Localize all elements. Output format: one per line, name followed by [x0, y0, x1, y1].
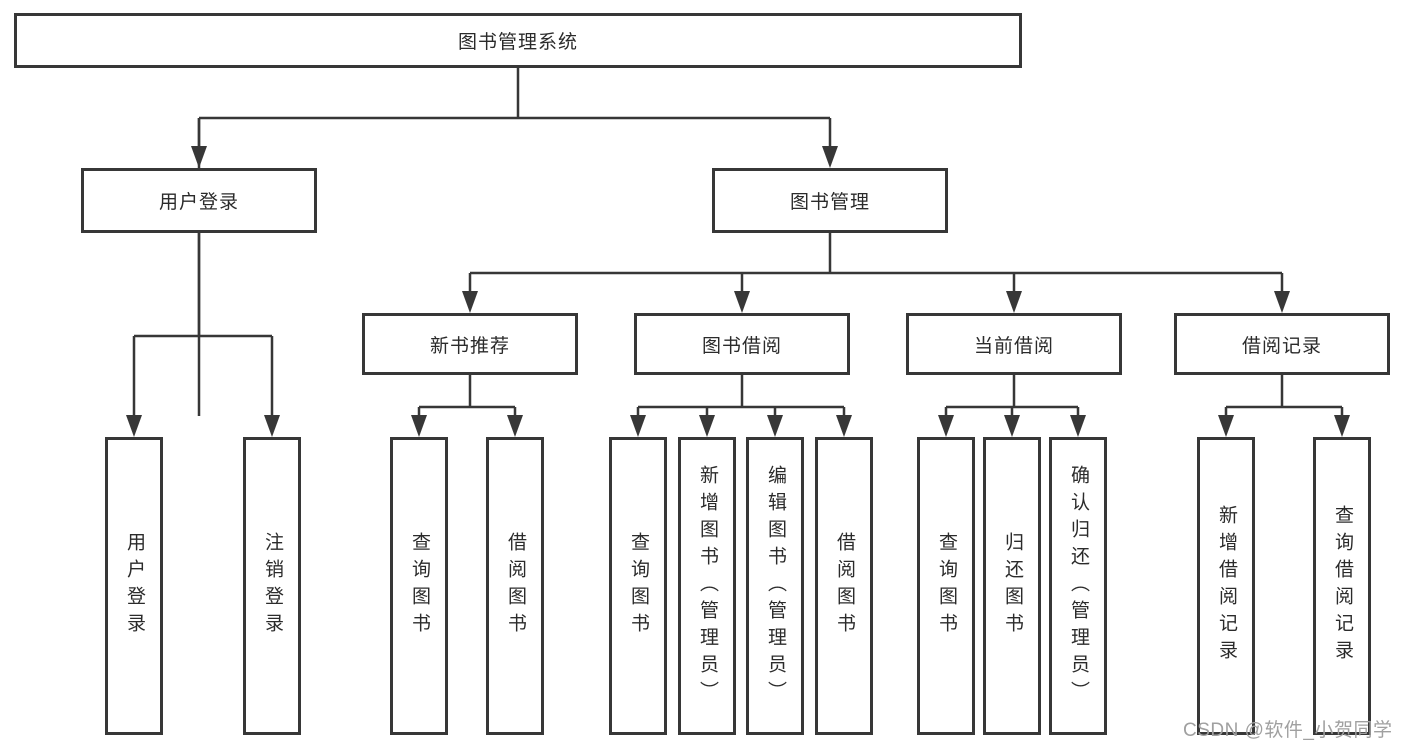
leaf-add-books-admin: 新增图书（管理员）: [678, 437, 736, 735]
node-label: 用户登录: [158, 192, 239, 213]
leaf-edit-books-admin: 编辑图书（管理员）: [746, 437, 804, 735]
arrowhead: [264, 415, 280, 437]
node-label: 注销登录: [262, 532, 283, 640]
node-label: 归还图书: [1002, 532, 1023, 640]
arrowhead: [734, 291, 750, 313]
arrowhead: [191, 146, 207, 168]
node-current-borrow: 当前借阅: [906, 313, 1122, 375]
node-user-login: 用户登录: [81, 168, 317, 233]
node-book-management: 图书管理: [712, 168, 948, 233]
node-borrow-records: 借阅记录: [1174, 313, 1390, 375]
leaf-query-books-borrow: 查询图书: [609, 437, 667, 735]
node-label: 图书管理系统: [457, 32, 578, 53]
node-label: 借阅图书: [834, 532, 855, 640]
node-label: 借阅记录: [1241, 335, 1322, 357]
edge-recommend-to-leaves: [411, 375, 523, 437]
node-label: 图书管理: [789, 192, 870, 213]
leaf-return-books: 归还图书: [983, 437, 1041, 735]
arrowhead: [836, 415, 852, 437]
arrowhead: [1274, 291, 1290, 313]
arrowhead: [1334, 415, 1350, 437]
leaf-user-login: 用户登录: [105, 437, 163, 735]
edge-borrow-to-leaves: [630, 375, 852, 437]
edge-bookmgmt-to-level3: [462, 233, 1290, 313]
arrowhead: [1070, 415, 1086, 437]
node-label: 编辑图书（管理员）: [765, 464, 786, 708]
arrowhead: [699, 415, 715, 437]
edge-records-to-leaves: [1218, 375, 1350, 437]
arrowhead: [938, 415, 954, 437]
arrowhead: [411, 415, 427, 437]
node-book-borrow: 图书借阅: [634, 313, 850, 375]
edge-arrow-user-login: [197, 118, 838, 168]
node-label: 当前借阅: [973, 335, 1054, 357]
edge-current-to-leaves: [938, 375, 1086, 437]
node-label: 用户登录: [124, 532, 145, 640]
arrowhead: [126, 415, 142, 437]
leaf-borrow-books: 借阅图书: [815, 437, 873, 735]
leaf-query-books-current: 查询图书: [917, 437, 975, 735]
node-new-book-recommend: 新书推荐: [362, 313, 578, 375]
csdn-watermark: CSDN @软件_小贺同学: [1183, 720, 1393, 741]
node-label: 新书推荐: [429, 335, 510, 357]
edge-userlogin-to-leaves: [126, 233, 280, 437]
arrowhead: [767, 415, 783, 437]
arrowhead: [507, 415, 523, 437]
arrowhead: [630, 415, 646, 437]
node-label: 图书借阅: [701, 335, 782, 357]
leaf-borrow-books-recommend: 借阅图书: [486, 437, 544, 735]
leaf-confirm-return-admin: 确认归还（管理员）: [1049, 437, 1107, 735]
node-label: 查询借阅记录: [1332, 505, 1353, 667]
leaf-query-borrow-record: 查询借阅记录: [1313, 437, 1371, 735]
arrowhead: [1004, 415, 1020, 437]
node-root-system: 图书管理系统: [14, 13, 1022, 68]
node-label: 新增借阅记录: [1216, 505, 1237, 667]
node-label: 借阅图书: [505, 532, 526, 640]
node-label: 查询图书: [628, 532, 649, 640]
node-label: 新增图书（管理员）: [697, 464, 718, 708]
leaf-query-books-recommend: 查询图书: [390, 437, 448, 735]
arrowhead: [1218, 415, 1234, 437]
arrowhead: [1006, 291, 1022, 313]
arrowhead: [462, 291, 478, 313]
node-label: 查询图书: [936, 532, 957, 640]
node-label: 确认归还（管理员）: [1068, 464, 1089, 708]
leaf-add-borrow-record: 新增借阅记录: [1197, 437, 1255, 735]
arrowhead: [822, 146, 838, 168]
node-label: 查询图书: [409, 532, 430, 640]
leaf-logout: 注销登录: [243, 437, 301, 735]
